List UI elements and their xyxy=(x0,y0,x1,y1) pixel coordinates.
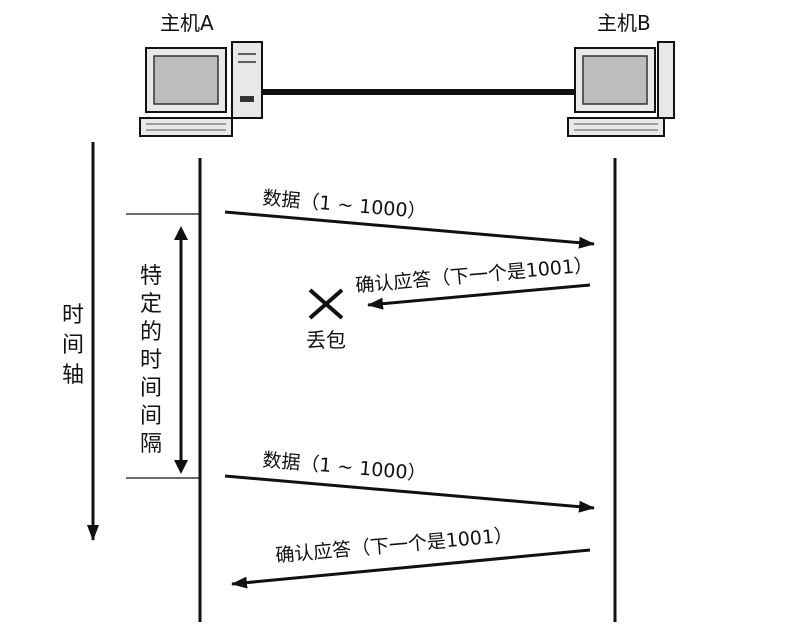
host-a-label: 主机A xyxy=(160,11,214,35)
interval-char-2: 定 xyxy=(140,292,162,317)
interval-arrow xyxy=(174,226,188,474)
ack-1-label: 确认应答（下一个是1001） xyxy=(355,254,594,297)
computer-a-icon xyxy=(139,41,263,137)
host-b-label: 主机B xyxy=(597,11,651,35)
interval-char-1: 特 xyxy=(140,264,162,289)
interval-char-4: 时 xyxy=(140,348,162,373)
interval-char-7: 隔 xyxy=(140,432,162,457)
time-axis-char-1: 时 xyxy=(62,303,84,328)
ack-1-arrow xyxy=(367,283,591,310)
packet-loss-label: 丢包 xyxy=(306,328,346,352)
computer-b-icon xyxy=(567,41,675,137)
ack-2-arrow xyxy=(231,548,591,589)
packet-loss-x-icon xyxy=(308,288,344,320)
time-axis-char-2: 间 xyxy=(62,333,84,358)
data-2-arrow xyxy=(224,474,595,513)
interval-char-5: 间 xyxy=(140,376,162,401)
time-axis-char-3: 轴 xyxy=(62,363,84,388)
interval-char-3: 的 xyxy=(140,320,162,345)
data-1-arrow xyxy=(224,210,595,249)
interval-char-6: 间 xyxy=(140,404,162,429)
